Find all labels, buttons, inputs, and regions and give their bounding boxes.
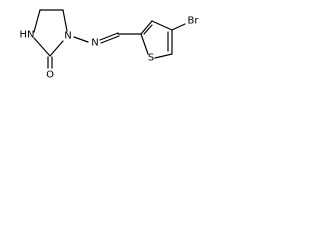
chemical-structure-diagram: HN N N O S Br (20, 9, 200, 81)
atom-n-ring-label: N (64, 31, 71, 42)
bond-n-ch-2 (100, 35, 120, 44)
bond-ch2-nh (33, 9, 41, 33)
atom-o-label: O (46, 70, 54, 81)
atom-br-label: Br (188, 16, 200, 27)
bond-c-n1 (49, 40, 64, 57)
bond-c3-c2 (140, 20, 153, 35)
atom-s-label: S (148, 53, 154, 64)
bonds (33, 9, 186, 69)
bond-n-n (73, 36, 89, 43)
bond-c3-c2-inner (143, 24, 153, 35)
bond-nh-c (33, 37, 51, 57)
bond-c4-c3 (151, 20, 173, 31)
bond-n-ch-1 (99, 32, 119, 41)
bond-ch2-n1 (62, 9, 68, 32)
atom-nh-label: HN (20, 30, 35, 41)
bond-c4-br (171, 23, 186, 31)
bond-s-c5 (154, 53, 173, 59)
bond-c2-s (140, 33, 149, 55)
atom-n-imine-label: N (91, 38, 98, 49)
atom-labels: HN N N O S Br (20, 16, 200, 81)
